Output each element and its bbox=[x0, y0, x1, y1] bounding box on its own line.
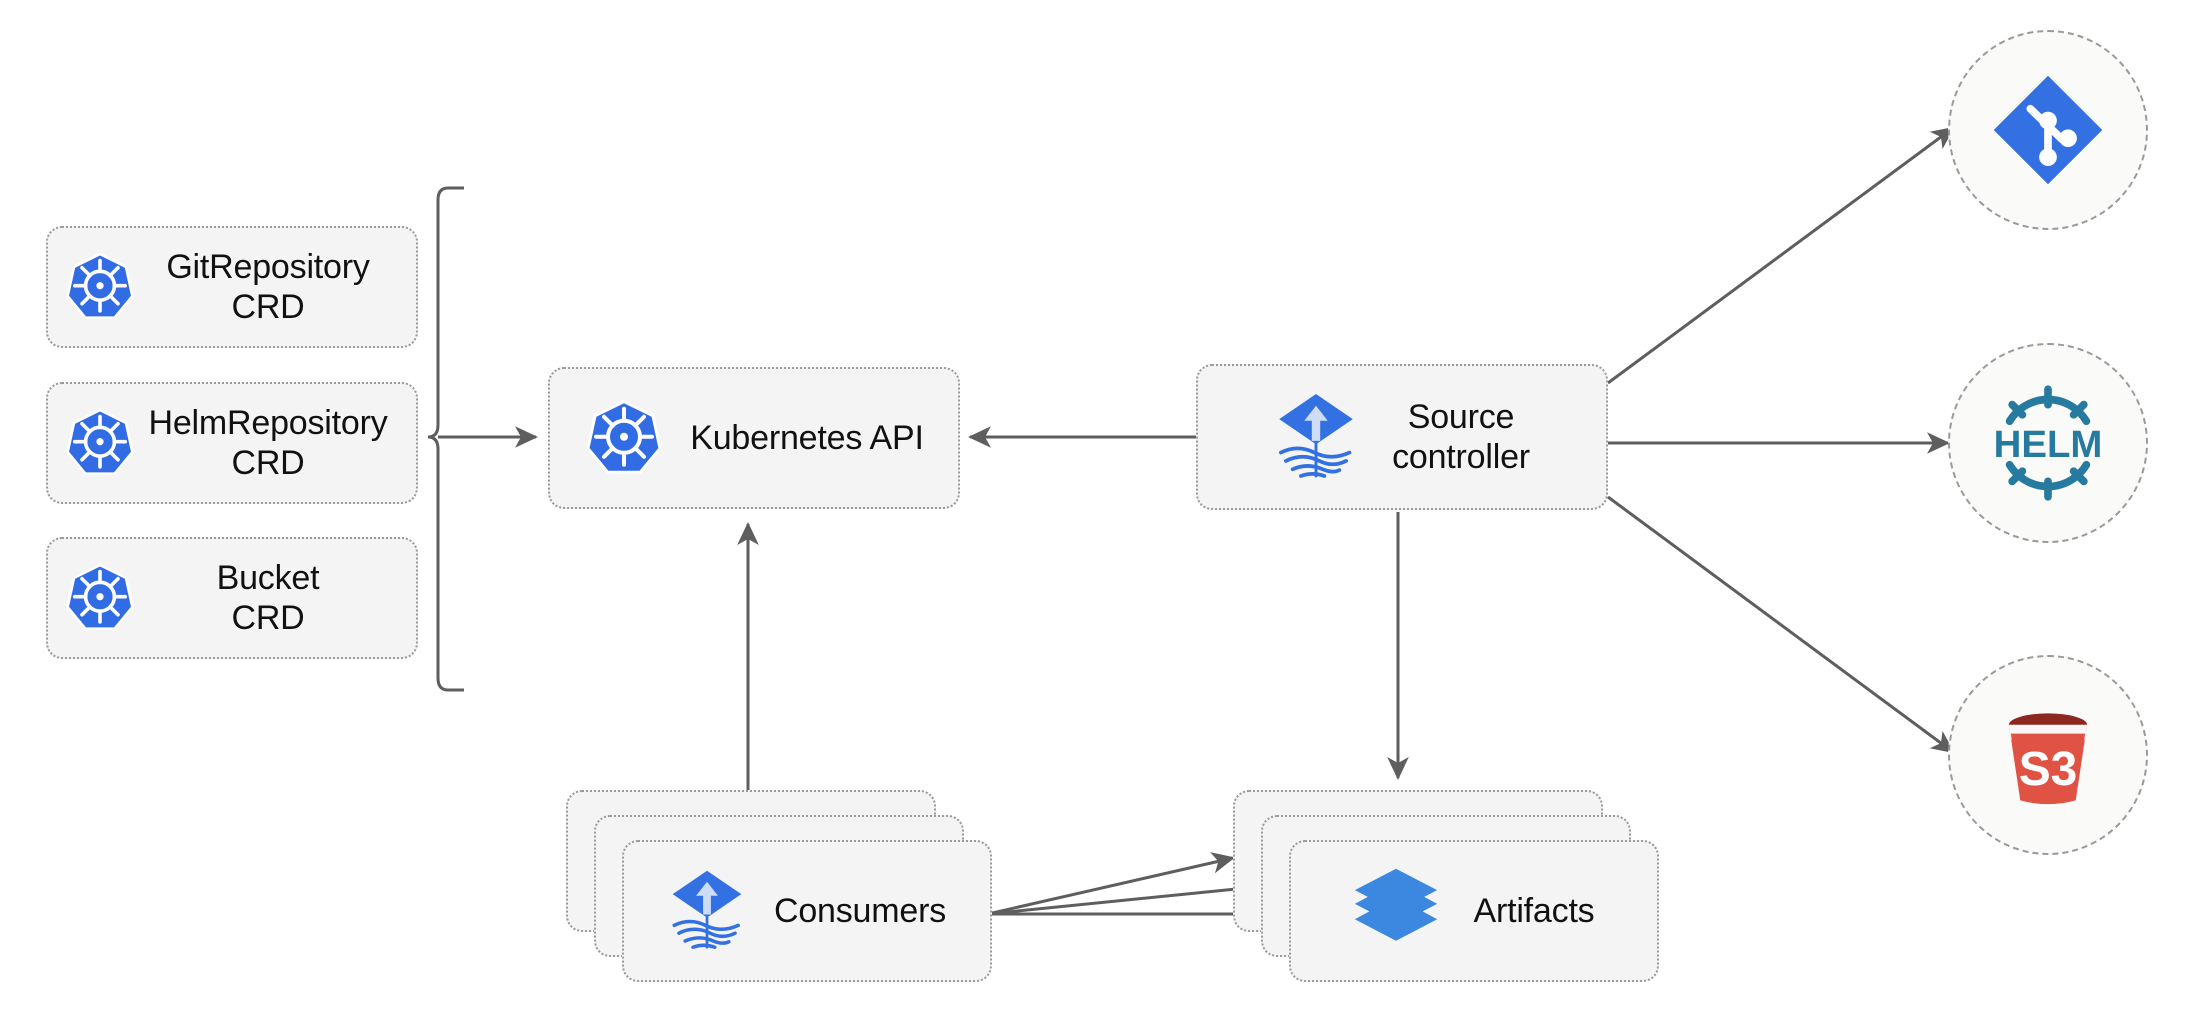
wire-source-controller-to-s3 bbox=[1607, 495, 1955, 754]
source-controller-box[interactable]: Source controller bbox=[1196, 364, 1608, 510]
git-icon bbox=[1993, 75, 2103, 185]
bucket-crd-box[interactable]: Bucket CRD bbox=[46, 537, 418, 659]
consumers-label: Consumers bbox=[773, 891, 947, 930]
helmrepository-crd-label: HelmRepository CRD bbox=[148, 403, 388, 482]
crd-group-brace bbox=[427, 186, 464, 692]
helmrepository-crd-box[interactable]: HelmRepository CRD bbox=[46, 382, 418, 504]
flux-icon bbox=[668, 866, 746, 957]
kubernetes-icon bbox=[64, 249, 136, 326]
wire-consumers-to-artifacts-1 bbox=[987, 852, 1235, 916]
gitrepository-crd-label: GitRepository CRD bbox=[166, 247, 370, 326]
kubernetes-icon bbox=[64, 405, 136, 482]
wire-consumers-to-artifacts-2 bbox=[987, 877, 1268, 916]
s3-icon: S3 bbox=[2008, 713, 2088, 805]
helm-icon: HELM bbox=[1994, 385, 2103, 501]
gitrepository-crd-box[interactable]: GitRepository CRD bbox=[46, 226, 418, 348]
kubernetes-icon bbox=[64, 560, 136, 637]
artifacts-box[interactable]: Artifacts bbox=[1289, 840, 1659, 982]
kubernetes-api-box[interactable]: Kubernetes API bbox=[548, 367, 960, 509]
bucket-crd-label: Bucket CRD bbox=[216, 558, 320, 637]
artifacts-label: Artifacts bbox=[1473, 891, 1595, 930]
git-endpoint[interactable] bbox=[1948, 30, 2148, 230]
flux-icon bbox=[1274, 389, 1358, 486]
s3-wordmark: S3 bbox=[2019, 743, 2078, 796]
helm-wordmark: HELM bbox=[1994, 423, 2103, 466]
kubernetes-api-label: Kubernetes API bbox=[690, 418, 924, 457]
source-controller-label: Source controller bbox=[1392, 397, 1530, 476]
layers-icon bbox=[1353, 867, 1439, 956]
helm-endpoint[interactable]: HELM bbox=[1948, 343, 2148, 543]
kubernetes-icon bbox=[584, 396, 664, 481]
wire-source-controller-to-git bbox=[1607, 126, 1955, 385]
consumers-box[interactable]: Consumers bbox=[622, 840, 992, 982]
s3-endpoint[interactable]: S3 bbox=[1948, 655, 2148, 855]
